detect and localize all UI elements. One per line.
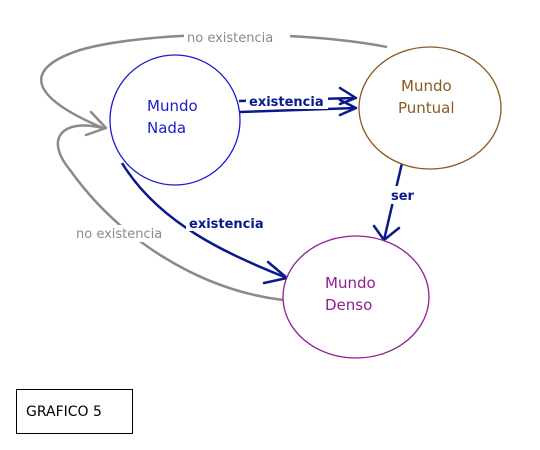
node-mundo-puntual: Mundo Puntual [358,46,502,170]
node-mundo-nada: Mundo Nada [109,54,241,186]
figure-caption-box: GRAFICO 5 [16,389,133,434]
figure-caption: GRAFICO 5 [26,403,102,420]
label-puntual-to-nada: no existencia [187,31,273,46]
edge-denso-to-nada [56,124,284,302]
node-denso-line1: Mundo [325,274,376,292]
label-denso-to-nada: no existencia [76,227,162,242]
edge-nada-to-puntual-bottom [238,106,357,114]
label-nada-to-puntual: existencia [249,95,324,110]
node-puntual-line2: Puntual [398,99,455,117]
arrowhead-puntual-bottom [338,98,358,117]
node-mundo-denso: Mundo Denso [282,235,430,359]
node-puntual-line1: Mundo [401,77,452,95]
label-nada-to-denso: existencia [189,217,264,232]
arrowhead-gray-nada [84,110,108,137]
node-denso-line2: Denso [325,296,372,314]
node-nada-line2: Nada [147,119,186,137]
edge-nada-to-denso [120,162,288,280]
edge-puntual-to-nada [40,33,388,130]
node-nada-line1: Mundo [147,97,198,115]
label-puntual-to-denso: ser [391,189,415,204]
